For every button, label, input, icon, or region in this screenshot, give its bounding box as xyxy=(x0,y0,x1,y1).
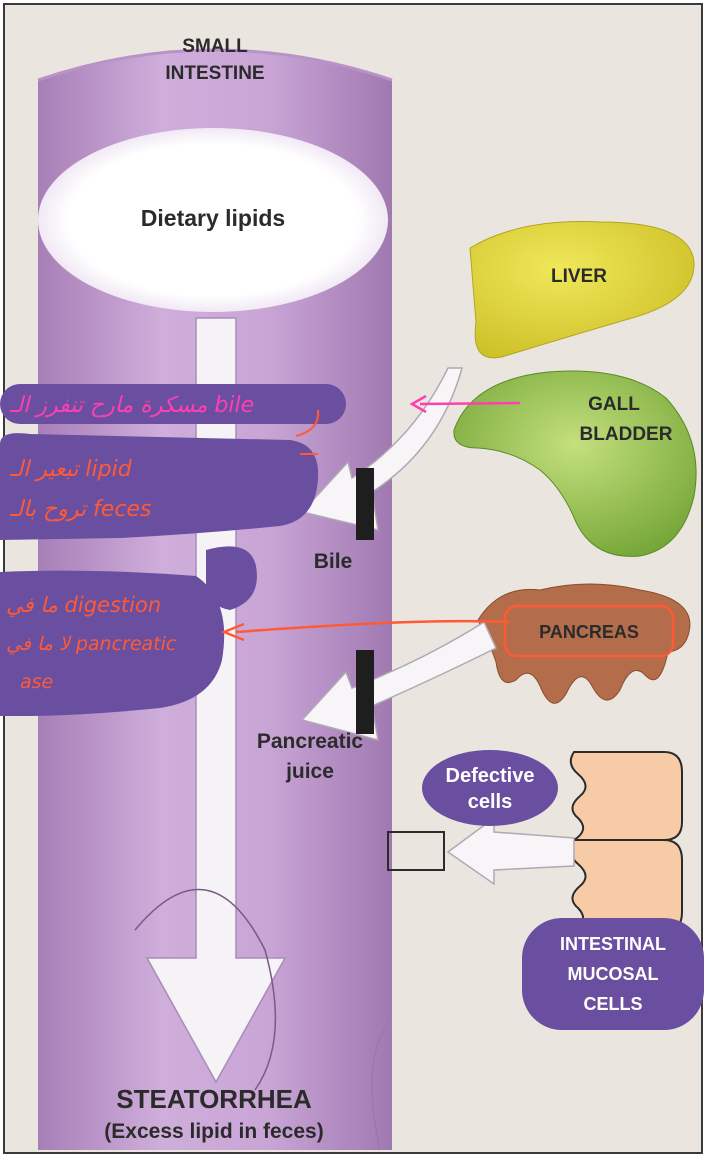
mucosal-cell-upper xyxy=(571,752,682,840)
annotation-note2-line2: تروح بالـ feces xyxy=(9,497,151,522)
highlight-note2 xyxy=(0,433,318,540)
label-intestinal: INTESTINAL xyxy=(560,934,666,954)
label-liver: LIVER xyxy=(551,266,607,287)
label-cells: cells xyxy=(468,791,512,813)
label-bile: Bile xyxy=(314,550,353,573)
annotation-note1: مسكرة مارح تنفرز الـ bile xyxy=(9,393,254,418)
label-steatorrhea-sub: (Excess lipid in feces) xyxy=(104,1120,323,1143)
bile-block-bar xyxy=(356,468,374,540)
annotation-note3-line3: ase xyxy=(20,671,53,693)
pancreatic-block-bar xyxy=(356,650,374,734)
label-pancreatic: Pancreatic xyxy=(257,730,364,753)
label-gall: GALL xyxy=(588,394,640,415)
label-pancreas: PANCREAS xyxy=(539,622,639,642)
label-small: SMALL xyxy=(182,36,248,57)
annotation-note2-line1: تبعير الـ lipid xyxy=(9,457,133,482)
label-defective: Defective xyxy=(446,765,535,787)
pink-annotation-arrow xyxy=(420,403,520,404)
label-bladder: BLADDER xyxy=(580,424,673,445)
label-steatorrhea: STEATORRHEA xyxy=(116,1084,312,1114)
annotation-note3-line1: ما في digestion xyxy=(6,593,161,618)
label-intestine: INTESTINE xyxy=(165,63,264,84)
label-mucosal: MUCOSAL xyxy=(568,964,659,984)
highlight-defective xyxy=(422,750,558,826)
label-mucosal-cells: CELLS xyxy=(583,994,642,1014)
label-juice: juice xyxy=(285,760,334,783)
label-dietary-lipids: Dietary lipids xyxy=(141,205,285,231)
annotation-note3-line2: لا ما في pancreatic xyxy=(6,633,177,655)
